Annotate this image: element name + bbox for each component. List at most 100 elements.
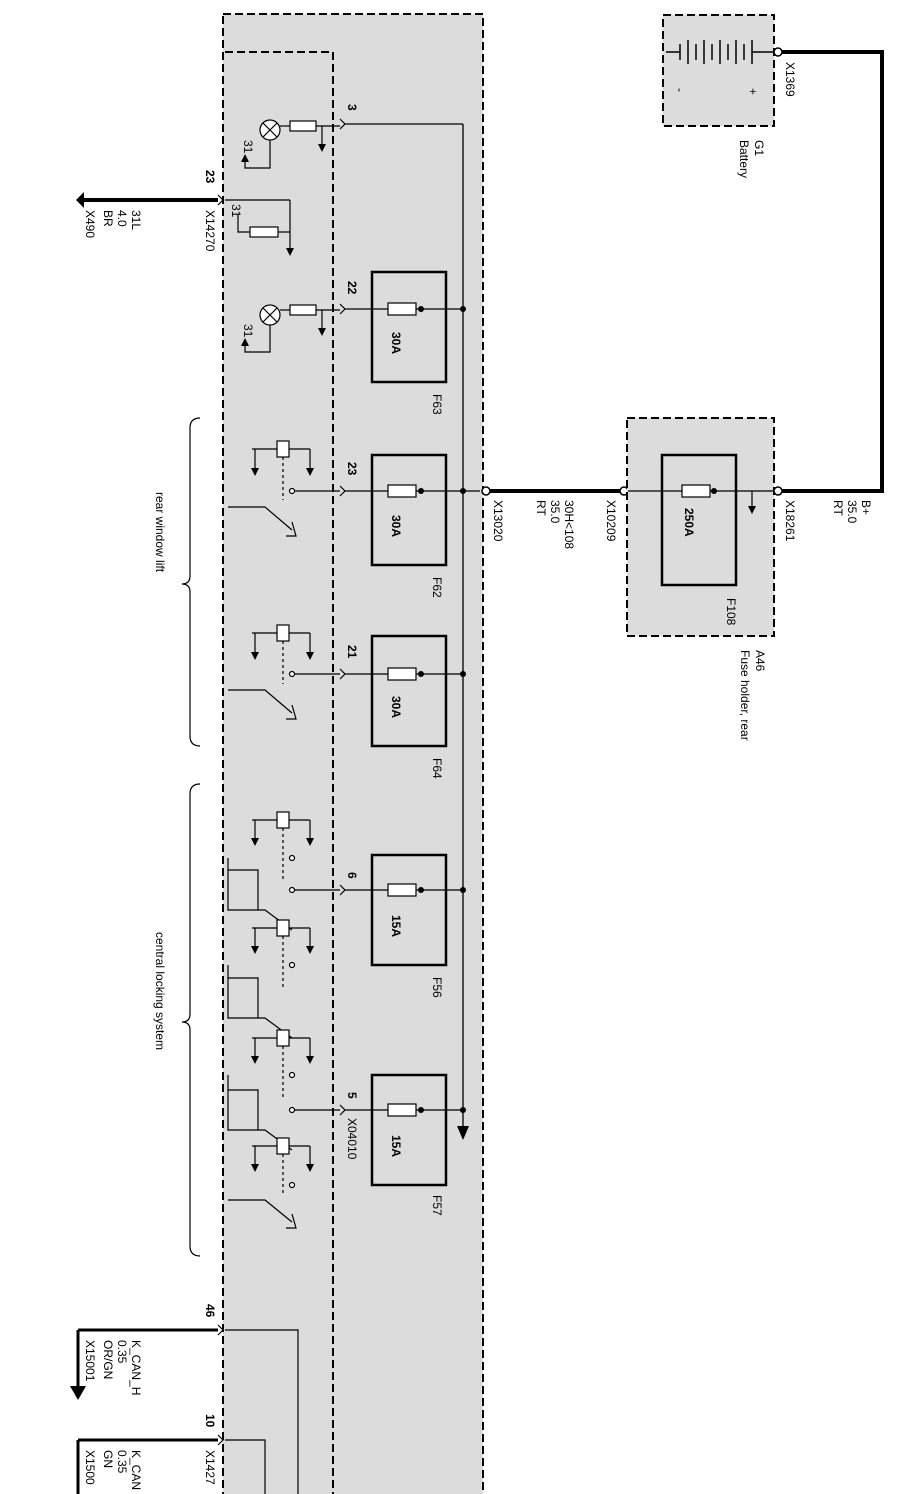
ground-31-label: 31 <box>241 140 255 154</box>
battery-minus-label: - <box>673 88 687 92</box>
battery-plus-label: + <box>746 88 760 95</box>
wire-b-plus-gauge: 35.0 <box>845 500 859 524</box>
wire-k-can-l-color: GN <box>101 1450 115 1468</box>
wire-30h-gauge: 35.0 <box>548 500 562 524</box>
fuse-f57-rating: 15A <box>389 1135 403 1157</box>
connector-x04010-label: X04010 <box>345 1118 359 1160</box>
pin-3-label: 3 <box>345 104 359 111</box>
connector-x1500-label: X1500 <box>83 1450 97 1485</box>
fuse-holder-title: Fuse holder, rear <box>738 650 752 741</box>
wire-k-can-h-gauge: 0.35 <box>115 1340 129 1364</box>
connector-x14270-label: X14270 <box>203 210 217 252</box>
relay-rear-window-2 <box>228 624 340 720</box>
fuse-f62-name: F62 <box>430 577 444 598</box>
brace-central-locking <box>181 783 201 1257</box>
wire-31l-color: BR <box>101 210 115 227</box>
ground-resistor-circuit <box>225 199 291 250</box>
ground-arrow-icon <box>318 328 326 336</box>
fuse-f108-element <box>681 484 711 498</box>
connector-x1369 <box>773 47 783 57</box>
ground-arrow-icon <box>306 468 314 476</box>
wire-k-can-l-gauge: 0.35 <box>115 1450 129 1474</box>
ground-arrow-icon <box>306 1056 314 1064</box>
connector-x13020-label: X13020 <box>491 500 505 542</box>
ground-arrow-icon <box>286 248 294 256</box>
group-central-locking-label: central locking system <box>153 932 167 1050</box>
inner-dashed-boundary <box>225 51 334 1494</box>
fuse-f108-node <box>711 488 717 494</box>
connector-x10209-label: X10209 <box>604 500 618 542</box>
ground-x490-label: X490 <box>83 210 97 238</box>
ground-arrow-icon <box>306 946 314 954</box>
pin-22-label: 22 <box>345 281 359 295</box>
fuse-f108-rating: 250A <box>682 508 696 537</box>
fuse-f62 <box>345 453 480 567</box>
connector-x1427-label: X1427 <box>203 1450 217 1485</box>
wire-k-can-h-color: OR/GN <box>101 1340 115 1379</box>
ground-arrow-icon <box>251 468 259 476</box>
ground-arrow-icon <box>76 192 84 208</box>
ground-arrow-icon <box>241 154 249 162</box>
wire-b-plus-color: RT <box>831 500 845 516</box>
wire-31l-signal: 31L <box>129 210 143 230</box>
relay-central-locking-2 <box>227 919 311 1039</box>
connector-x15001-label: X15001 <box>83 1340 97 1382</box>
ground-31-label: 31 <box>241 324 255 338</box>
ground-arrow-icon <box>251 1164 259 1172</box>
fuse-holder-name: A46 <box>753 650 767 672</box>
fuse-f64-name: F64 <box>430 758 444 779</box>
brace-rear-window <box>181 417 201 747</box>
ground-arrow-icon <box>251 838 259 846</box>
fuse-f64 <box>345 634 466 748</box>
relay-rear-window-1 <box>228 440 340 537</box>
ground-arrow-icon <box>306 1164 314 1172</box>
ground-arrow-icon <box>241 338 249 346</box>
fuse-f62-rating: 30A <box>389 515 403 537</box>
battery-title-label: Battery <box>737 140 751 178</box>
pin-5-label: 5 <box>345 1092 359 1099</box>
fuse-f63 <box>345 270 466 384</box>
battery-connector-label: X1369 <box>783 62 797 97</box>
relay-central-locking-4 <box>228 1137 311 1229</box>
battery-cells <box>666 40 774 64</box>
fuse-f64-rating: 30A <box>389 696 403 718</box>
pin-23-label: 23 <box>345 462 359 476</box>
battery-housing <box>662 14 775 127</box>
group-rear-window-label: rear window lift <box>153 492 167 573</box>
pin-junctions <box>217 118 346 1446</box>
wire-k-can-h-signal: K_CAN_H <box>129 1340 143 1395</box>
ground-arrow-icon <box>748 506 756 514</box>
lamp-circuit-1 <box>244 119 340 169</box>
left-pin-23-label: 23 <box>203 170 217 184</box>
connector-x18261 <box>773 486 783 496</box>
main-feed-wire-upper <box>780 50 884 493</box>
fuse-f56-name: F56 <box>430 977 444 998</box>
can-l-inner-line <box>225 1439 266 1494</box>
ground-arrow-icon <box>251 652 259 660</box>
wire-30h-color: RT <box>534 500 548 516</box>
ground-arrow-icon <box>251 946 259 954</box>
left-pin-10-label: 10 <box>203 1414 217 1428</box>
fuse-f63-rating: 30A <box>389 332 403 354</box>
connector-x13020 <box>481 486 491 496</box>
battery-name-label: G1 <box>752 140 766 156</box>
ground-31-label: 31 <box>229 204 243 218</box>
wire-k-can-l-signal: K_CAN <box>129 1450 143 1490</box>
fuse-f56 <box>345 853 466 967</box>
ground-arrow-icon <box>306 838 314 846</box>
wire-31l-gauge: 4.0 <box>115 210 129 227</box>
fuse-f57 <box>345 1073 466 1187</box>
wire-30h-label: 30H<108 <box>562 500 576 549</box>
relay-central-locking-3 <box>227 1029 340 1151</box>
fuse-f57-name: F57 <box>430 1195 444 1216</box>
pin-6-label: 6 <box>345 872 359 879</box>
ground-arrow-icon <box>318 144 326 152</box>
fuse-f63-name: F63 <box>430 394 444 415</box>
ground-arrow-icon <box>306 652 314 660</box>
fuse-f56-rating: 15A <box>389 915 403 937</box>
pin-21-label: 21 <box>345 645 359 659</box>
arrow-down-icon <box>70 1386 86 1400</box>
wire-b-plus-label: B+ <box>859 500 873 515</box>
ground-arrow-icon <box>251 1056 259 1064</box>
